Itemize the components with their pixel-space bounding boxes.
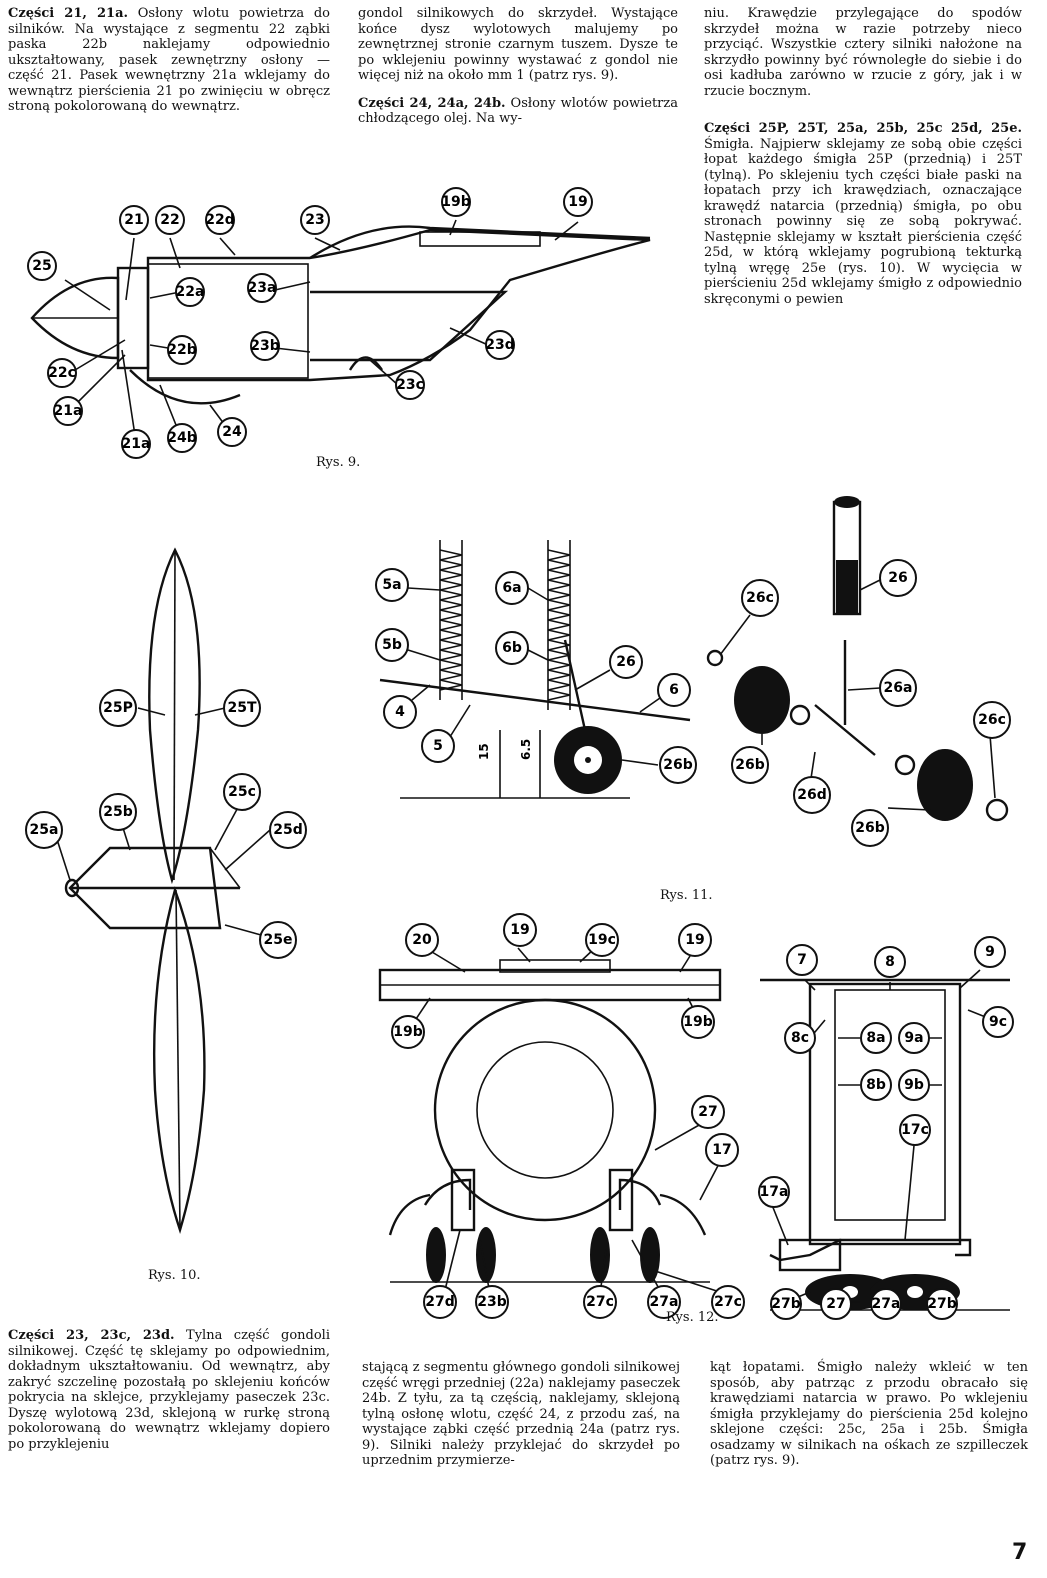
callout-23b: 23b	[477, 1294, 507, 1310]
callout-24b: 24b	[167, 430, 197, 446]
callout-23d: 23d	[485, 337, 515, 353]
callout-8: 8	[885, 954, 895, 970]
callout-23: 23	[305, 212, 324, 228]
callout-5b: 5b	[382, 637, 402, 653]
callout-25: 25	[32, 258, 51, 274]
callout-5a: 5a	[382, 577, 401, 593]
callout-6b: 6b	[502, 640, 522, 656]
part-heading: Części 24, 24a, 24b.	[358, 95, 506, 111]
paragraph: niu. Krawędzie przylegające do spodów sk…	[704, 6, 1022, 99]
callout-27b: 27b	[771, 1296, 801, 1312]
callout-21a-2: 21a	[122, 436, 151, 452]
callout-25e: 25e	[264, 932, 293, 948]
callout-25c: 25c	[228, 784, 256, 800]
figure-12-undercarriage: 20 19 19c 19 19b 19b 27 17 27d 23b 27c 2…	[378, 913, 1014, 1320]
callout-9b: 9b	[904, 1077, 924, 1093]
paragraph: gondol silnikowych do skrzydeł. Wystając…	[358, 6, 678, 83]
callout-17a: 17a	[760, 1184, 789, 1200]
callout-9c: 9c	[989, 1014, 1007, 1030]
col1-top-text: Części 21, 21a. Osłony wlotu powietrza d…	[8, 6, 330, 121]
callout-7: 7	[797, 952, 807, 968]
callout-27d: 27d	[425, 1294, 455, 1310]
callout-26a: 26a	[884, 680, 913, 696]
callout-19-right: 19	[685, 932, 704, 948]
callout-25t: 25T	[227, 700, 256, 716]
callout-22c: 22c	[48, 365, 76, 381]
callout-8b: 8b	[866, 1077, 886, 1093]
callout-9: 9	[985, 944, 995, 960]
callout-27: 27	[698, 1104, 717, 1120]
callout-23b: 23b	[250, 338, 280, 354]
callout-27a-side: 27a	[872, 1296, 901, 1312]
callout-27b-2: 27b	[927, 1296, 957, 1312]
caption-rys11: Rys. 11.	[660, 888, 713, 903]
callout-8a: 8a	[866, 1030, 885, 1046]
callout-19c: 19c	[588, 932, 616, 948]
callout-26b-2: 26b	[735, 757, 765, 773]
caption-rys9: Rys. 9.	[316, 455, 361, 470]
page-number: 7	[1012, 1540, 1028, 1565]
callout-17: 17	[712, 1142, 731, 1158]
callout-6: 6	[669, 682, 679, 698]
callout-17c: 17c	[901, 1122, 929, 1138]
callout-27c-2: 27c	[714, 1294, 742, 1310]
callout-5: 5	[433, 738, 443, 754]
figure-11-landing-gear: 15 6.5 5a 6a 5b 6b 26 6 4 5 26b	[375, 496, 1011, 847]
callout-19: 19	[568, 194, 587, 210]
callout-4: 4	[395, 704, 405, 720]
callout-26c-2: 26c	[978, 712, 1006, 728]
callout-23a: 23a	[248, 280, 277, 296]
callout-8c: 8c	[791, 1030, 809, 1046]
col3-top-text: niu. Krawędzie przylegające do spodów sk…	[704, 6, 1022, 313]
callout-25b: 25b	[103, 804, 133, 820]
paragraph: Śmigła. Najpierw sklejamy ze sobą obie c…	[704, 136, 1022, 307]
col1-bottom-text: Części 23, 23c, 23d. Tylna część gondoli…	[8, 1328, 330, 1458]
callout-21: 21	[124, 212, 143, 228]
paragraph: Tylna część gondoli silnikowej. Część tę…	[8, 1328, 331, 1452]
part-heading: Części 23, 23c, 23d.	[8, 1328, 175, 1343]
callout-25p: 25P	[103, 700, 133, 716]
dim-65: 6.5	[519, 739, 533, 760]
paragraph: stającą z segmentu głównego gondoli siln…	[362, 1360, 680, 1468]
callout-24: 24	[222, 424, 242, 440]
callout-6a: 6a	[502, 580, 521, 596]
caption-rys10: Rys. 10.	[148, 1268, 201, 1283]
col2-bottom-text: stającą z segmentu głównego gondoli siln…	[362, 1360, 680, 1475]
figure-10-propeller: 25P 25T 25c 25b 25d 25a 25e	[25, 547, 307, 1234]
callout-25d: 25d	[273, 822, 303, 838]
callout-26: 26	[616, 654, 635, 670]
callout-26-exploded: 26	[888, 570, 907, 586]
callout-22a: 22a	[176, 284, 205, 300]
callout-27a: 27a	[650, 1294, 679, 1310]
callout-21a: 21a	[54, 403, 83, 419]
callout-19b: 19b	[441, 194, 471, 210]
paragraph: Osłony wlotu powietrza do silników. Na w…	[8, 6, 330, 114]
callout-26b-3: 26b	[855, 820, 885, 836]
callout-19-front: 19	[510, 922, 529, 938]
callout-19b-right: 19b	[683, 1014, 713, 1030]
callout-19b-left: 19b	[393, 1024, 423, 1040]
dim-15: 15	[477, 743, 491, 760]
callout-23c: 23c	[396, 377, 424, 393]
callout-22: 22	[160, 212, 179, 228]
callout-26d: 26d	[797, 787, 827, 803]
figure-9-engine-nacelle: 21 22 22d 23 19b 19 25 22a 23a 22c 22b 2…	[27, 187, 651, 459]
col2-top-text: gondol silnikowych do skrzydeł. Wystając…	[358, 6, 678, 133]
callout-27c: 27c	[586, 1294, 614, 1310]
caption-rys12: Rys. 12.	[666, 1310, 719, 1325]
callout-20: 20	[412, 932, 432, 948]
callout-26b: 26b	[663, 757, 693, 773]
callout-9a: 9a	[904, 1030, 923, 1046]
col3-bottom-text: kąt łopatami. Śmigło należy wkleić w ten…	[710, 1360, 1028, 1475]
callout-25a: 25a	[30, 822, 59, 838]
callout-27-side: 27	[826, 1296, 845, 1312]
paragraph: Osłony wlotów powietrza chłodzącego olej…	[358, 95, 678, 127]
callout-22d: 22d	[205, 212, 235, 228]
fig9-callouts: 21 22 22d 23 19b 19 25 22a 23a 22c 22b 2…	[27, 187, 593, 459]
part-heading: Części 25P, 25T, 25a, 25b, 25c 25d, 25e.	[704, 121, 1022, 136]
callout-22b: 22b	[167, 342, 197, 358]
paragraph: kąt łopatami. Śmigło należy wkleić w ten…	[710, 1360, 1028, 1468]
callout-26c: 26c	[746, 590, 774, 606]
part-heading: Części 21, 21a.	[8, 6, 129, 21]
